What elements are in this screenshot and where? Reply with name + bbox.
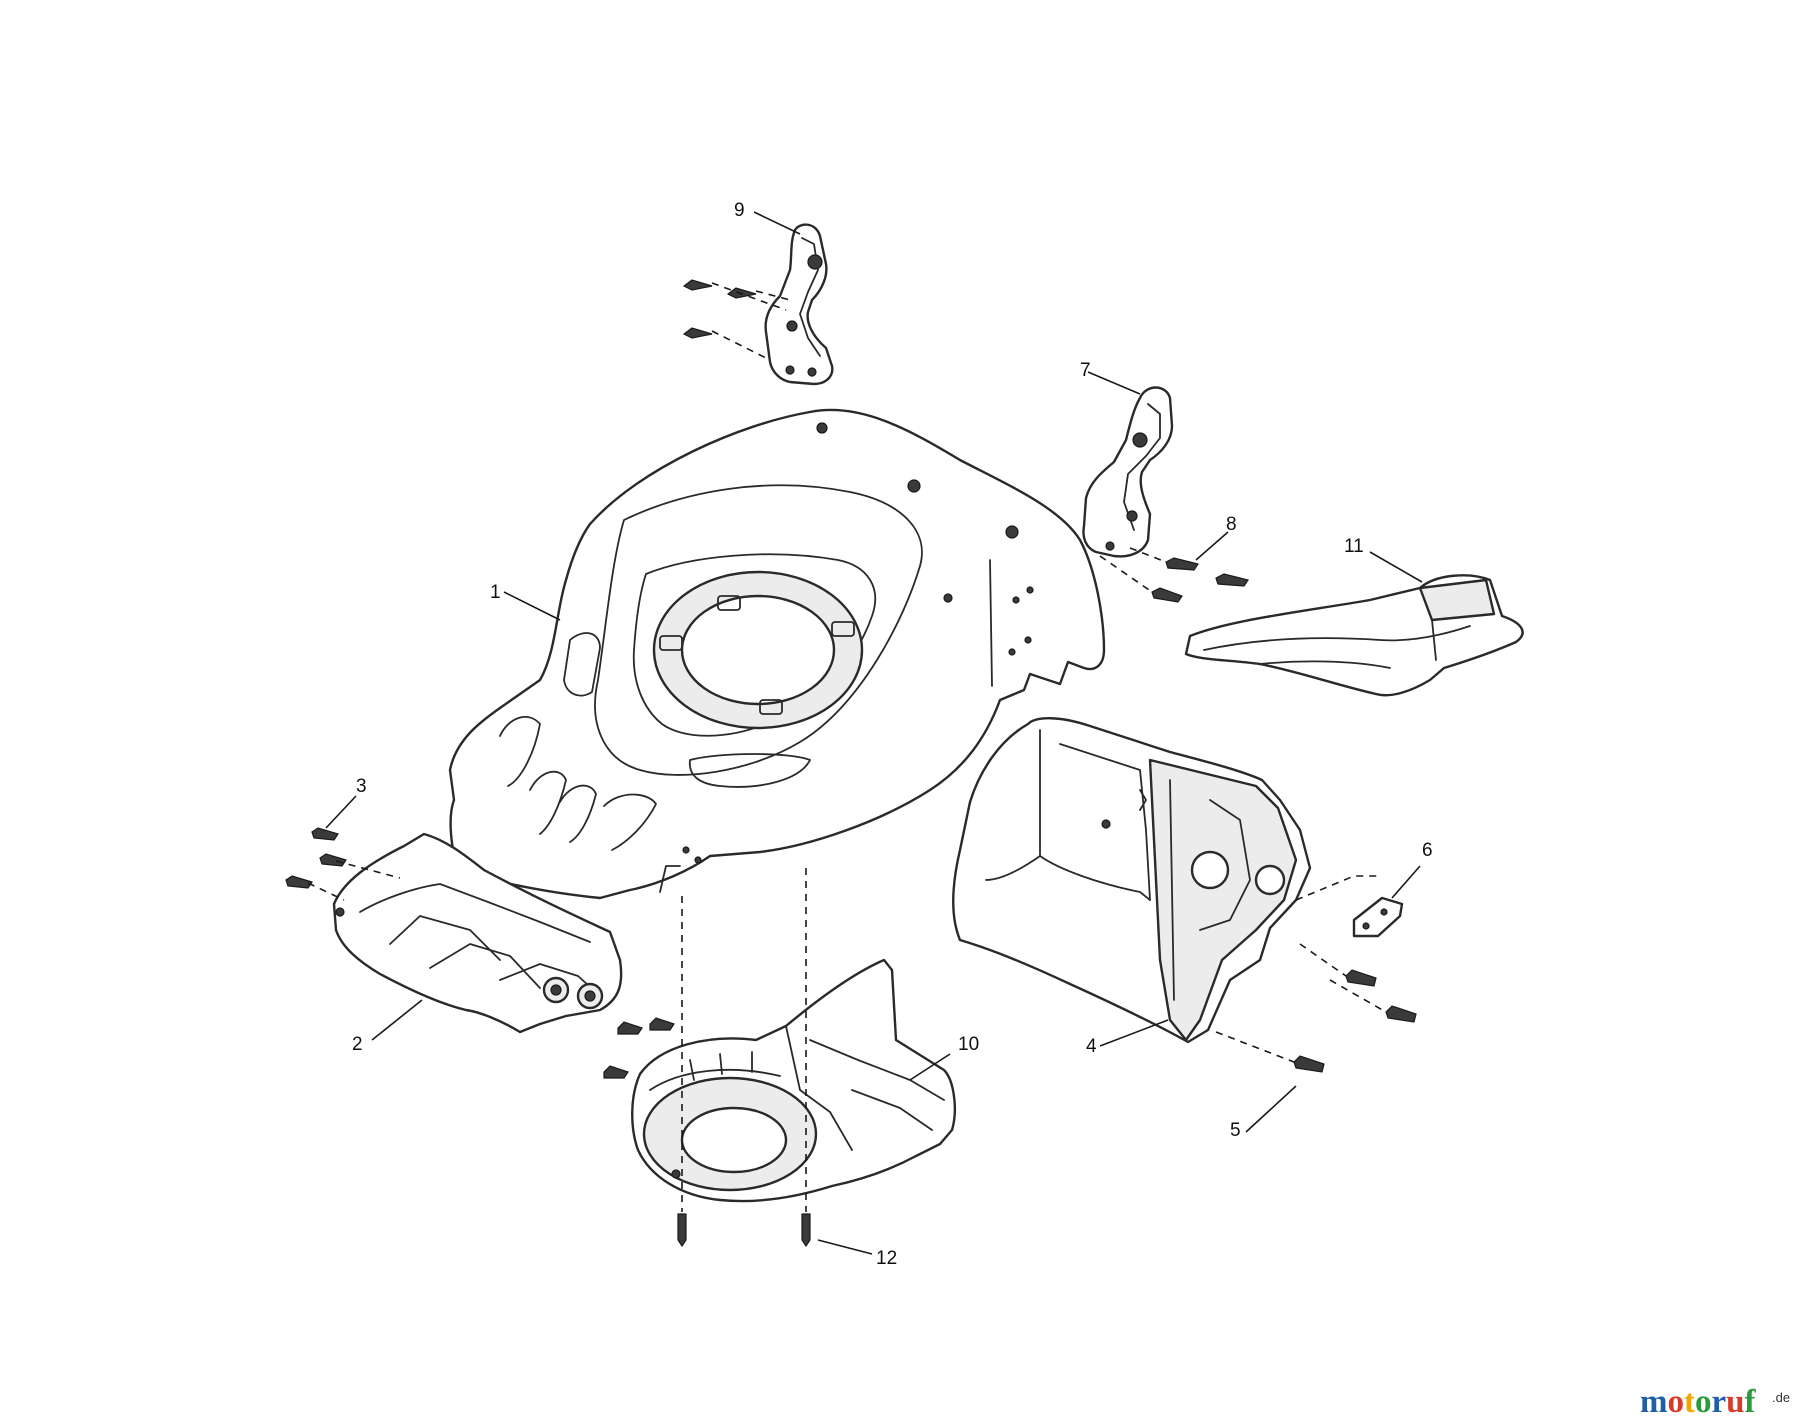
callout-3: 3 (356, 776, 367, 797)
part-5-screws (1215, 943, 1417, 1073)
part-6-latch-plate (1295, 875, 1404, 938)
callout-8: 8 (1226, 514, 1237, 535)
callout-2: 2 (352, 1034, 363, 1055)
part-4-grass-bag-housing (952, 717, 1312, 1044)
callout-5: 5 (1230, 1120, 1241, 1141)
callout-7: 7 (1080, 360, 1091, 381)
callout-4: 4 (1086, 1036, 1097, 1057)
part-3-screws (285, 827, 401, 901)
logo-wordmark: motoruf (1640, 1384, 1757, 1420)
part-9-handle-bracket (764, 223, 834, 386)
part-8-screws (1099, 547, 1249, 603)
part-2-front-guard (332, 832, 623, 1034)
callout-10: 10 (958, 1034, 979, 1055)
callout-12: 12 (876, 1248, 897, 1269)
logo-suffix: .de (1772, 1390, 1790, 1405)
part-1-deck-housing (448, 408, 1106, 900)
part-2-side-screws (603, 1017, 675, 1079)
callout-6: 6 (1422, 840, 1433, 861)
part-10-baffle-housing (631, 958, 957, 1203)
motoruf-logo: motoruf .de (1640, 1384, 1790, 1420)
callout-1: 1 (490, 582, 501, 603)
part-11-rear-flap (1184, 574, 1524, 697)
callout-9: 9 (734, 200, 745, 221)
part-12-screws (677, 868, 811, 1248)
part-7-handle-bracket (1082, 386, 1174, 558)
part-9-screws (682, 279, 791, 361)
leader-lines (325, 211, 1423, 1255)
callout-11: 11 (1344, 536, 1364, 557)
